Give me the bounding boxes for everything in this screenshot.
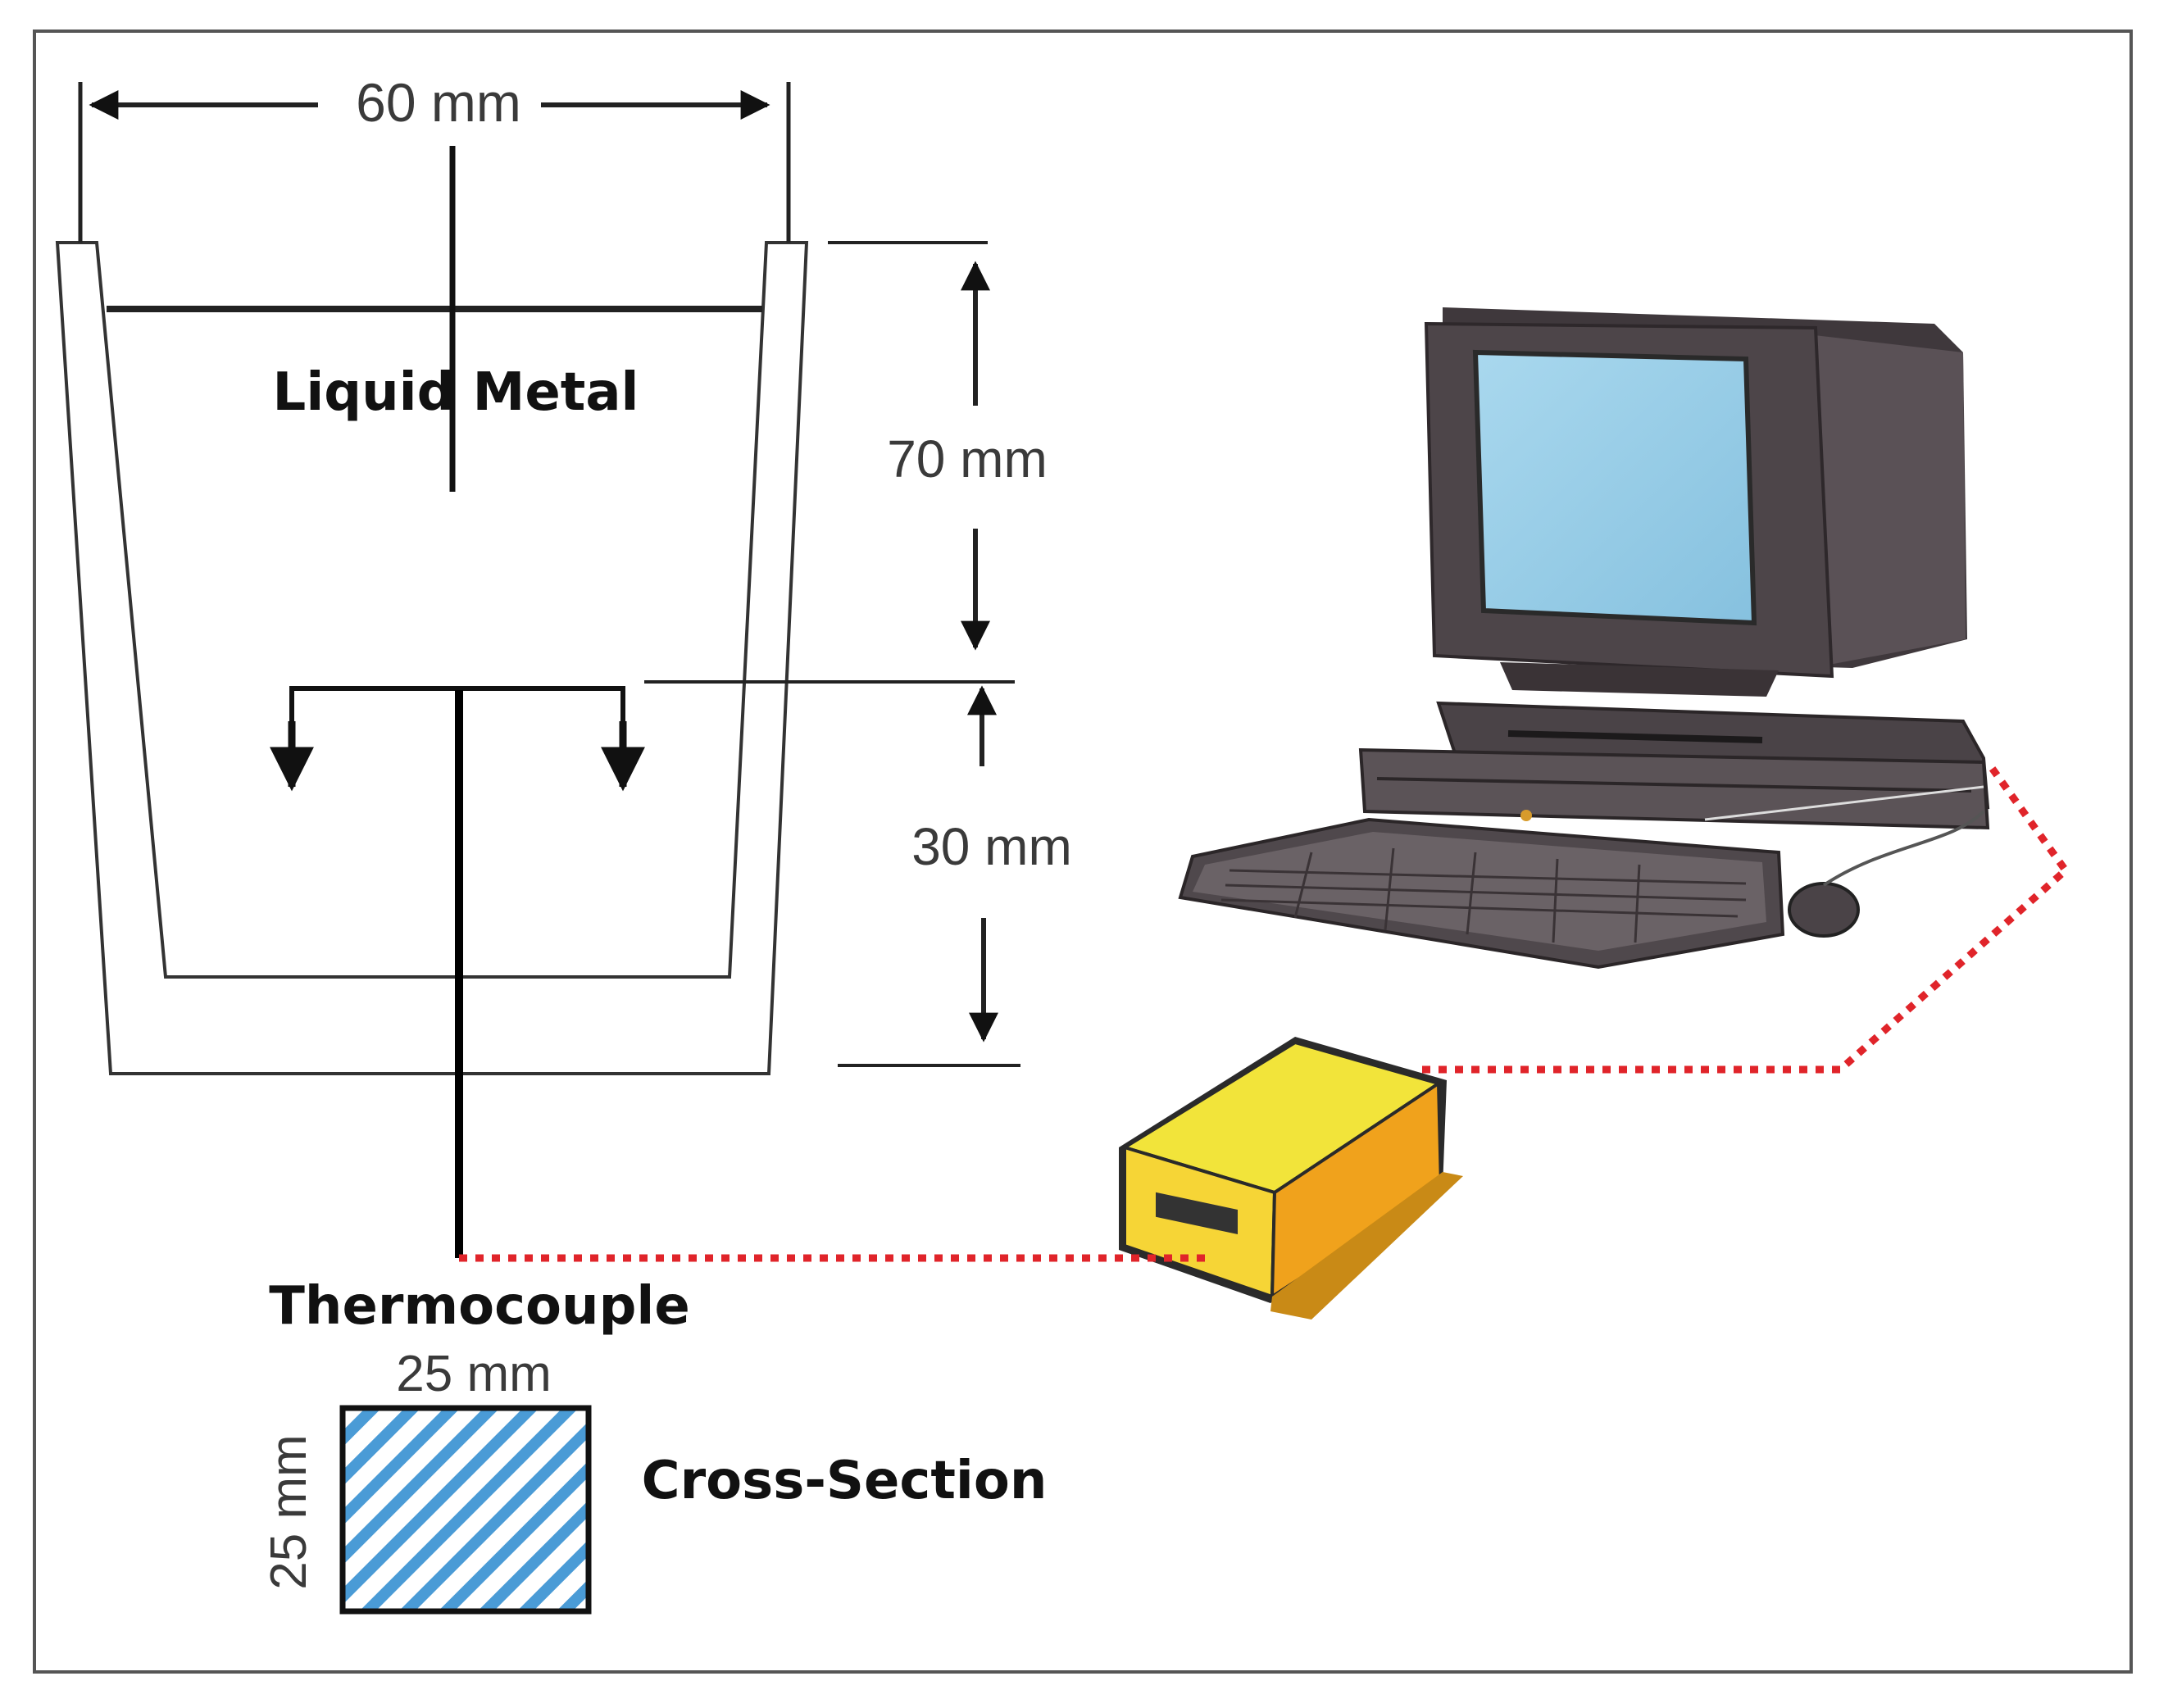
- height-upper-label: 70 mm: [887, 429, 1048, 488]
- cross-section-label: Cross-Section: [642, 1451, 1048, 1511]
- liquid-metal-label: Liquid Metal: [273, 362, 639, 423]
- screen: [1472, 349, 1757, 626]
- data-acquisition-unit-icon: [1119, 1037, 1463, 1320]
- height-dimension: [644, 241, 1020, 1067]
- width-label: 60 mm: [356, 72, 521, 133]
- figure-border: [33, 30, 2133, 1674]
- flow-arrows: [270, 686, 645, 792]
- width-dimension: [78, 82, 791, 243]
- height-lower-label: 30 mm: [911, 817, 1072, 876]
- cross-section-square: [339, 1405, 592, 1615]
- desktop-computer-icon: [1178, 307, 1990, 970]
- cross-section-width-label: 25 mm: [396, 1346, 551, 1402]
- thermocouple-label: Thermocouple: [269, 1276, 689, 1337]
- cross-section-height-label: 25 mm: [261, 1434, 317, 1589]
- crucible: [55, 241, 809, 1075]
